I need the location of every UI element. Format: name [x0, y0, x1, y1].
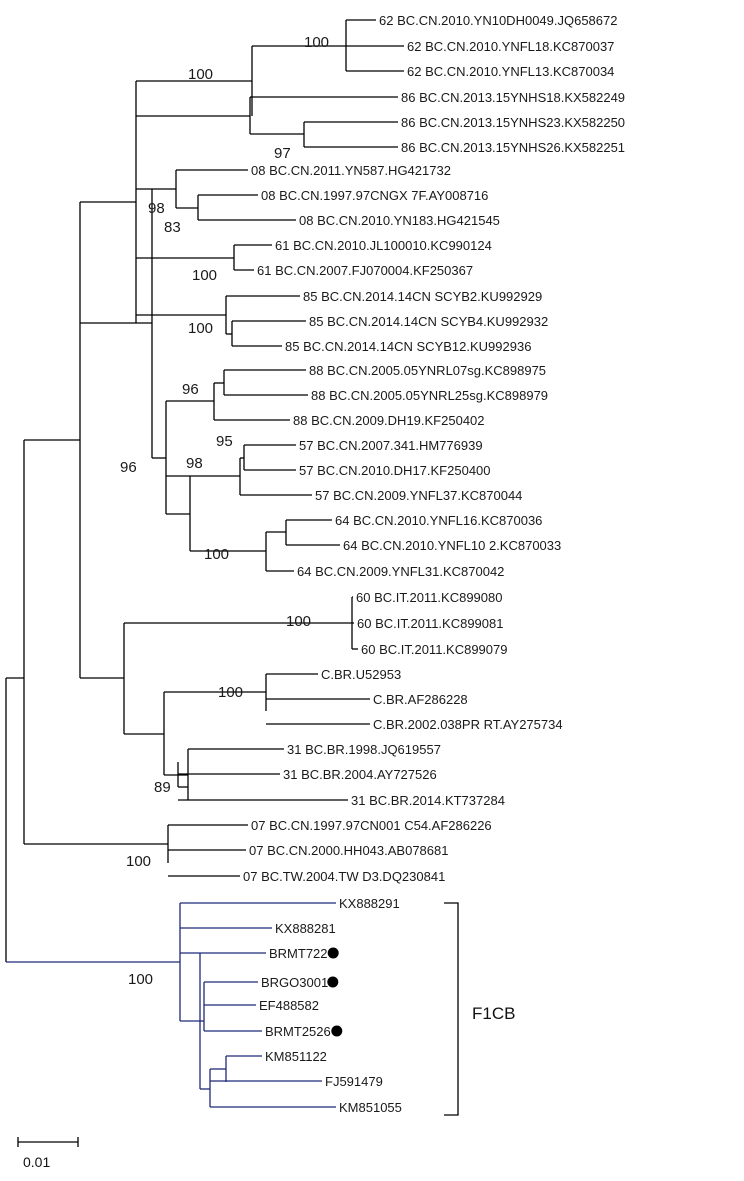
leaf-label: EF488582: [259, 998, 319, 1013]
leaf-label: KM851122: [265, 1049, 327, 1064]
bootstrap-value: 100: [126, 853, 151, 870]
clade-bracket: [444, 902, 459, 1116]
leaf-label: 61 BC.CN.2010.JL100010.KC990124: [275, 238, 492, 253]
leaf-label: 60 BC.IT.2011.KC899080: [356, 590, 502, 605]
bootstrap-value: 83: [164, 219, 181, 236]
bootstrap-value: 100: [218, 684, 243, 701]
bootstrap-value: 89: [154, 779, 171, 796]
leaf-label: BRMT722: [269, 946, 328, 961]
bootstrap-value: 95: [216, 433, 233, 450]
leaf-label: 31 BC.BR.2014.KT737284: [351, 793, 505, 808]
bootstrap-value: 97: [274, 145, 291, 162]
bootstrap-value: 100: [188, 66, 213, 83]
leaf-label: KX888281: [275, 921, 336, 936]
sample-markers: [327, 947, 343, 1037]
leaf-label: BRMT2526: [265, 1024, 331, 1039]
leaf-label: 61 BC.CN.2007.FJ070004.KF250367: [257, 263, 473, 278]
leaf-label: 08 BC.CN.1997.97CNGX 7F.AY008716: [261, 188, 488, 203]
leaf-label: KX888291: [339, 896, 400, 911]
bootstrap-value: 100: [204, 546, 229, 563]
bootstrap-labels: 100 100 97 98 83 100 100 96 95 98 96 100 100 100 89 100…: [120, 34, 329, 988]
bootstrap-value: 100: [188, 320, 213, 337]
scale-bar: 0.01: [17, 1137, 79, 1170]
leaf-label: 07 BC.TW.2004.TW D3.DQ230841: [243, 869, 445, 884]
leaf-label: 07 BC.CN.1997.97CN001 C54.AF286226: [251, 818, 492, 833]
leaf-label: 60 BC.IT.2011.KC899081: [357, 616, 503, 631]
leaf-label: 57 BC.CN.2009.YNFL37.KC870044: [315, 488, 522, 503]
leaf-label: 08 BC.CN.2010.YN183.HG421545: [299, 213, 500, 228]
sample-marker-dot: [327, 947, 339, 959]
leaf-label: 57 BC.CN.2010.DH17.KF250400: [299, 463, 491, 478]
leaf-label: 31 BC.BR.2004.AY727526: [283, 767, 437, 782]
leaf-label: 57 BC.CN.2007.341.HM776939: [299, 438, 483, 453]
scale-bar-label: 0.01: [23, 1154, 50, 1170]
leaf-label: 08 BC.CN.2011.YN587.HG421732: [251, 163, 451, 178]
leaf-label: 60 BC.IT.2011.KC899079: [361, 642, 507, 657]
leaf-label: 86 BC.CN.2013.15YNHS18.KX582249: [401, 90, 625, 105]
leaf-label: 88 BC.CN.2005.05YNRL25sg.KC898979: [311, 388, 548, 403]
bootstrap-value: 100: [286, 613, 311, 630]
bootstrap-value: 98: [186, 455, 203, 472]
leaf-label: 64 BC.CN.2010.YNFL16.KC870036: [335, 513, 542, 528]
bootstrap-value: 100: [128, 971, 153, 988]
scale-bar-line: [17, 1137, 79, 1147]
leaf-label: 62 BC.CN.2010.YNFL13.KC870034: [407, 64, 614, 79]
leaf-label: 85 BC.CN.2014.14CN SCYB12.KU992936: [285, 339, 531, 354]
bootstrap-value: 100: [304, 34, 329, 51]
leaf-label: BRGO3001: [261, 975, 328, 990]
bootstrap-value: 96: [120, 459, 137, 476]
bootstrap-value: 98: [148, 200, 165, 217]
bootstrap-value: 96: [182, 381, 199, 398]
clade-label: F1CB: [472, 1004, 515, 1023]
leaf-label: 64 BC.CN.2009.YNFL31.KC870042: [297, 564, 504, 579]
leaf-label: 85 BC.CN.2014.14CN SCYB2.KU992929: [303, 289, 542, 304]
sample-marker-dot: [327, 976, 339, 988]
leaf-label: 88 BC.CN.2005.05YNRL07sg.KC898975: [309, 363, 546, 378]
bootstrap-value: 100: [192, 267, 217, 284]
sample-marker-dot: [331, 1025, 343, 1037]
leaf-label: KM851055: [339, 1100, 402, 1115]
f1cb-clade-annotation: F1CB: [444, 902, 515, 1116]
leaf-label: C.BR.AF286228: [373, 692, 468, 707]
leaf-label: 62 BC.CN.2010.YN10DH0049.JQ658672: [379, 13, 617, 28]
leaf-label: 85 BC.CN.2014.14CN SCYB4.KU992932: [309, 314, 548, 329]
leaf-label: 62 BC.CN.2010.YNFL18.KC870037: [407, 39, 614, 54]
leaf-label: 88 BC.CN.2009.DH19.KF250402: [293, 413, 485, 428]
leaf-labels: 62 BC.CN.2010.YN10DH0049.JQ658672 62 BC.C…: [243, 13, 625, 1115]
leaf-label: C.BR.U52953: [321, 667, 401, 682]
leaf-label: FJ591479: [325, 1074, 383, 1089]
leaf-label: 07 BC.CN.2000.HH043.AB078681: [249, 843, 448, 858]
tree-branches: [5, 19, 404, 1108]
leaf-label: 86 BC.CN.2013.15YNHS23.KX582250: [401, 115, 625, 130]
leaf-label: 86 BC.CN.2013.15YNHS26.KX582251: [401, 140, 625, 155]
leaf-label: 31 BC.BR.1998.JQ619557: [287, 742, 441, 757]
leaf-label: C.BR.2002.038PR RT.AY275734: [373, 717, 563, 732]
leaf-label: 64 BC.CN.2010.YNFL10 2.KC870033: [343, 538, 561, 553]
